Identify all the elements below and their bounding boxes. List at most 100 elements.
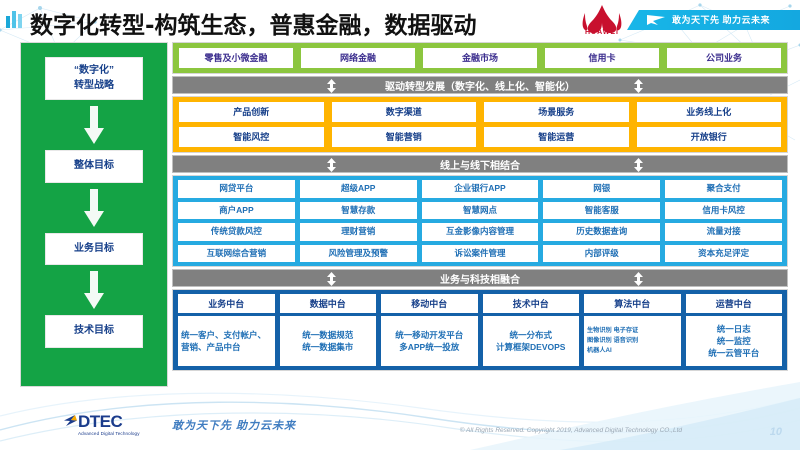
application-cell[interactable]: 智慧网点: [421, 201, 539, 220]
double-vertical-arrow-icon: [326, 272, 336, 287]
strategy-box-3[interactable]: 技术目标: [45, 315, 143, 348]
applications-row: 互联网综合营销 风险管理及预警 诉讼案件管理 内部评级 资本充足评定: [178, 244, 782, 263]
application-cell[interactable]: 互金影像内容管理: [421, 223, 539, 241]
dtec-logo: DTEC Advanced Digital Technology: [64, 412, 166, 436]
platform-body[interactable]: 统一移动开发平台多APP统一投放: [381, 316, 478, 367]
application-cell[interactable]: 智慧存款: [299, 201, 417, 220]
application-cell[interactable]: 风险管理及预警: [299, 244, 417, 263]
application-cell[interactable]: 网银: [543, 180, 661, 198]
double-vertical-arrow-icon: [326, 158, 336, 173]
applications-row: 网贷平台 超级APP 企业银行APP 网银 聚合支付: [178, 180, 782, 198]
title-accent-bars-icon: [6, 11, 24, 28]
capability-cell[interactable]: 产品创新: [179, 102, 324, 123]
strategy-label-2: 业务目标: [74, 242, 114, 254]
platform-head[interactable]: 业务中台: [178, 294, 275, 314]
huawei-wordmark: HUAWEI: [585, 29, 619, 36]
applications-row: 传统贷款风控 理财营销 互金影像内容管理 历史数据查询 流量对接: [178, 223, 782, 241]
application-cell[interactable]: 诉讼案件管理: [421, 244, 539, 263]
application-cell[interactable]: 传统贷款风控: [178, 223, 295, 241]
platform-column: 算法中台 生物识别 电子存证图像识别 语音识别机器人AI: [584, 294, 681, 367]
architecture-diagram: “数字化”转型战略 整体目标 业务目标 技术目标 零售及小微金融 网络金融 金融…: [20, 42, 788, 390]
dtec-tagline: Advanced Digital Technology: [78, 431, 140, 436]
application-cell[interactable]: 信用卡风控: [665, 201, 782, 220]
capabilities-row: 产品创新 数字渠道 场景服务 业务线上化: [179, 102, 781, 123]
application-cell[interactable]: 企业银行APP: [421, 180, 539, 198]
double-vertical-arrow-icon: [326, 79, 336, 94]
platform-column: 数据中台 统一数据规范统一数据集市: [279, 294, 376, 367]
slide-footer: DTEC Advanced Digital Technology 敢为天下先 助…: [0, 392, 800, 450]
slide-header: 数字化转型-构筑生态，普惠金融，数据驱动 HUAWEI 敢为天下先 助力云未来: [0, 0, 800, 40]
applications-row: 商户APP 智慧存款 智慧网点 智能客服 信用卡风控: [178, 201, 782, 220]
application-cell[interactable]: 网贷平台: [178, 180, 295, 198]
strategy-label-0: “数字化”转型战略: [74, 65, 114, 91]
divider-label: 驱动转型发展（数字化、线上化、智能化）: [385, 81, 575, 93]
dtec-arrow-icon: [64, 415, 77, 426]
platform-body[interactable]: 生物识别 电子存证图像识别 语音识别机器人AI: [584, 316, 681, 367]
platform-head[interactable]: 移动中台: [381, 294, 478, 314]
business-lines-band: 零售及小微金融 网络金融 金融市场 信用卡 公司业务: [172, 42, 788, 75]
divider-band-online-offline: 线上与线下相结合: [172, 155, 788, 174]
double-vertical-arrow-icon: [633, 79, 643, 94]
platform-head[interactable]: 运营中台: [685, 294, 782, 314]
strategy-column: “数字化”转型战略 整体目标 业务目标 技术目标: [20, 42, 168, 387]
ribbon-slogan-text: 敢为天下先 助力云未来: [672, 15, 771, 25]
capability-cell[interactable]: 业务线上化: [636, 102, 781, 123]
business-line-cell[interactable]: 信用卡: [545, 48, 659, 69]
footer-slogan: 敢为天下先 助力云未来: [172, 420, 297, 432]
platform-body[interactable]: 统一数据规范统一数据集市: [279, 316, 376, 367]
down-arrow-icon: [84, 106, 104, 144]
application-cell[interactable]: 内部评级: [543, 244, 661, 263]
business-line-cell[interactable]: 金融市场: [423, 48, 537, 69]
capability-cell[interactable]: 智能营销: [331, 127, 476, 148]
platform-column: 移动中台 统一移动开发平台多APP统一投放: [381, 294, 478, 367]
down-arrow-icon: [84, 271, 104, 309]
double-vertical-arrow-icon: [633, 158, 643, 173]
application-cell[interactable]: 历史数据查询: [543, 223, 661, 241]
business-line-cell[interactable]: 零售及小微金融: [179, 48, 293, 69]
platforms-row: 业务中台 统一客户、支付帐户、营销、产品中台 数据中台 统一数据规范统一数据集市…: [178, 294, 782, 367]
application-cell[interactable]: 商户APP: [178, 201, 295, 220]
application-cell[interactable]: 资本充足评定: [665, 244, 782, 263]
strategy-box-1[interactable]: 整体目标: [45, 150, 143, 183]
platform-head[interactable]: 算法中台: [584, 294, 681, 314]
business-line-cell[interactable]: 网络金融: [301, 48, 415, 69]
platform-column: 运营中台 统一日志统一监控统一云管平台: [685, 294, 782, 367]
page-number: 10: [769, 426, 782, 438]
application-cell[interactable]: 超级APP: [299, 180, 417, 198]
divider-label: 业务与科技相融合: [440, 274, 520, 286]
platform-head[interactable]: 数据中台: [279, 294, 376, 314]
divider-label: 线上与线下相结合: [440, 160, 520, 172]
page-title: 数字化转型-构筑生态，普惠金融，数据驱动: [30, 13, 477, 39]
capability-cell[interactable]: 数字渠道: [331, 102, 476, 123]
application-cell[interactable]: 聚合支付: [665, 180, 782, 198]
capabilities-band: 产品创新 数字渠道 场景服务 业务线上化 智能风控 智能营销 智能运营 开放银行: [172, 96, 788, 154]
strategy-box-2[interactable]: 业务目标: [45, 232, 143, 265]
strategy-box-0[interactable]: “数字化”转型战略: [45, 57, 143, 100]
capabilities-row: 智能风控 智能营销 智能运营 开放银行: [179, 127, 781, 148]
divider-band-business-tech-fusion: 业务与科技相融合: [172, 269, 788, 288]
strategy-label-1: 整体目标: [74, 160, 114, 171]
capability-cell[interactable]: 智能运营: [484, 127, 629, 148]
platform-head[interactable]: 技术中台: [482, 294, 579, 314]
layer-stack: 零售及小微金融 网络金融 金融市场 信用卡 公司业务 驱动转型发展（数字化、线上…: [172, 42, 788, 372]
application-cell[interactable]: 智能客服: [543, 201, 661, 220]
business-line-cell[interactable]: 公司业务: [667, 48, 781, 69]
applications-band: 网贷平台 超级APP 企业银行APP 网银 聚合支付 商户APP 智慧存款 智慧…: [172, 175, 788, 268]
capability-cell[interactable]: 场景服务: [484, 102, 629, 123]
application-cell[interactable]: 互联网综合营销: [178, 244, 295, 263]
platform-body[interactable]: 统一分布式计算框架DEVOPS: [482, 316, 579, 367]
business-lines-row: 零售及小微金融 网络金融 金融市场 信用卡 公司业务: [179, 48, 781, 69]
platforms-band: 业务中台 统一客户、支付帐户、营销、产品中台 数据中台 统一数据规范统一数据集市…: [172, 289, 788, 372]
strategy-label-3: 技术目标: [74, 325, 114, 336]
capability-cell[interactable]: 智能风控: [179, 127, 324, 148]
capability-cell[interactable]: 开放银行: [636, 127, 781, 148]
platform-body[interactable]: 统一客户、支付帐户、营销、产品中台: [178, 316, 275, 367]
platform-column: 业务中台 统一客户、支付帐户、营销、产品中台: [178, 294, 275, 367]
application-cell[interactable]: 流量对接: [665, 223, 782, 241]
copyright-text: © All Rights Reserved. Copyright 2019, A…: [459, 427, 682, 434]
double-vertical-arrow-icon: [633, 272, 643, 287]
application-cell[interactable]: 理财营销: [299, 223, 417, 241]
platform-body[interactable]: 统一日志统一监控统一云管平台: [685, 316, 782, 367]
down-arrow-icon: [84, 188, 104, 227]
divider-band-driving-transformation: 驱动转型发展（数字化、线上化、智能化）: [172, 76, 788, 95]
